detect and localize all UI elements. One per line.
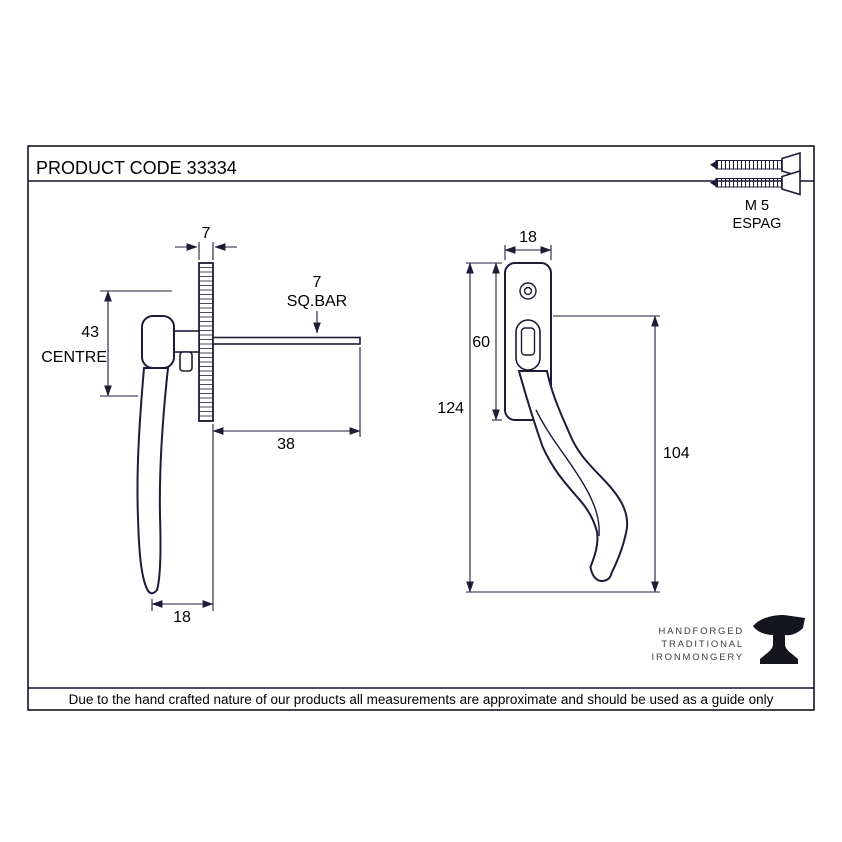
spindle-slot [520,327,536,356]
dim-label: 60 [472,334,490,351]
front-view-drawing: 18 60 124 104 [437,229,690,593]
disclaimer-text: Due to the hand crafted nature of our pr… [69,692,774,707]
dim-label: 18 [173,609,191,626]
screw-shaft [715,160,783,170]
dim-handle-length: 104 [553,315,690,593]
dim-plate-thickness: 7 [175,225,237,260]
dim-label: 18 [519,229,537,246]
screw-head [781,169,801,196]
product-code: PRODUCT CODE 33334 [36,158,237,178]
dim-label: CENTRE [41,349,107,366]
side-view-drawing: 7 43 CENTRE 7 SQ.BAR 38 18 [41,225,361,626]
dim-label: 124 [437,400,464,417]
dim-handle-projection: 18 [151,599,214,626]
border-frame [27,145,815,711]
handle-front-profile [517,370,629,583]
anvil-logo-icon [753,615,805,664]
handle-side-profile [136,367,170,595]
screw-type-label: ESPAG [733,216,782,232]
dim-square-bar: 7 SQ.BAR [287,274,347,334]
brand-line: IRONMONGERY [652,652,744,663]
pivot-knuckle [141,315,175,369]
brand-line: TRADITIONAL [661,639,744,650]
dim-label: 7 [202,225,211,242]
screw-hole-inner [523,286,533,296]
dim-centres: 43 CENTRE [41,290,172,397]
locking-nib [179,351,193,372]
dim-total-height: 124 [437,262,660,593]
backplate-edge [198,262,214,422]
screw-tip [710,178,717,188]
dim-label: 38 [277,436,295,453]
spindle-bush [173,330,200,353]
square-bar-spindle [212,336,361,345]
sheet-frame [27,145,815,711]
dim-plate-height: 60 [466,262,502,421]
dim-label: 7 [313,274,322,291]
dim-label: 104 [663,445,690,462]
branding-block: HANDFORGED TRADITIONAL IRONMONGERY [652,615,805,664]
dim-plate-width: 18 [504,229,552,260]
dim-label: SQ.BAR [287,293,347,310]
screw-icon [710,169,801,196]
dim-spindle-length: 38 [212,347,361,611]
screw-hole [519,282,537,300]
screw-shaft [715,178,783,188]
screw-tip [710,160,717,170]
handle-contour-line [535,409,600,537]
brand-line: HANDFORGED [658,626,744,637]
screws-icon: M 5 ESPAG [710,151,801,232]
dim-label: 43 [81,324,99,341]
screw-size-label: M 5 [745,198,769,214]
screw-icon [710,151,801,178]
